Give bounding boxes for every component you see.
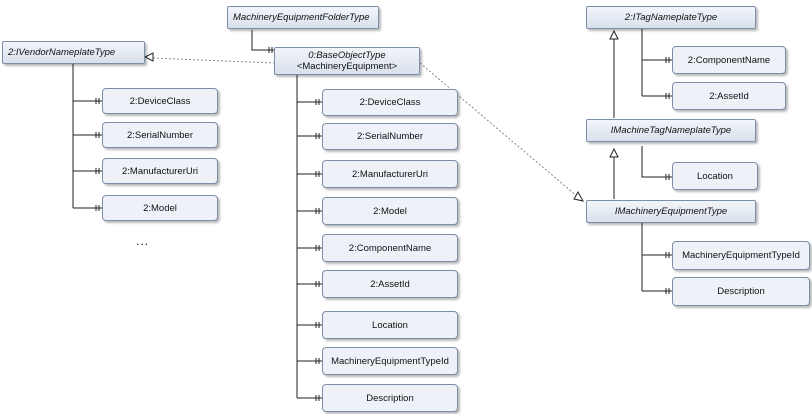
vendor-property-label: 2:DeviceClass (129, 95, 191, 107)
tag-nameplate-property: 2:AssetId (672, 82, 786, 110)
equipment-property: 2:AssetId (322, 270, 458, 298)
tag-nameplate-property-label: 2:AssetId (709, 90, 749, 102)
base-branch (297, 101, 322, 399)
equipment-property: 2:DeviceClass (322, 89, 458, 116)
base-object-type-label: 0:BaseObjectType (308, 50, 386, 61)
vendor-property-label: 2:ManufacturerUri (121, 165, 199, 177)
equipment-property: 2:ManufacturerUri (322, 160, 458, 188)
equipment-property-label: 2:AssetId (370, 278, 410, 290)
vendor-branch (73, 100, 102, 209)
interface-property: MachineryEquipmentTypeId (672, 241, 810, 270)
machine-tag-property: Location (672, 162, 758, 190)
vendor-property: 2:ManufacturerUri (102, 158, 218, 184)
machinery-equipment-interface-node: IMachineryEquipmentType (586, 200, 756, 223)
equipment-property-label: 2:DeviceClass (359, 97, 421, 108)
vendor-property: 2:Model (102, 195, 218, 221)
folder-type-node: MachineryEquipmentFolderType (227, 6, 379, 29)
folder-type-label: MachineryEquipmentFolderType (233, 12, 370, 23)
inherit-arrowhead-1 (609, 29, 619, 40)
equipment-property-label: 2:Model (373, 205, 407, 217)
equipment-property-label: 2:ManufacturerUri (351, 168, 429, 180)
reference-ticks (95, 47, 670, 401)
vendor-property: 2:DeviceClass (102, 88, 218, 114)
equipment-property-label: MachineryEquipmentTypeId (331, 355, 449, 367)
folder-organizes-connector (251, 30, 275, 51)
implements-arrowhead-vendor (143, 52, 154, 62)
equipment-property: Location (322, 311, 458, 339)
vendor-nameplate-node: 2:IVendorNameplateType (2, 41, 145, 64)
equipment-property: 2:SerialNumber (322, 123, 458, 150)
equipment-property-label: 2:SerialNumber (357, 131, 423, 142)
vendor-property: 2:SerialNumber (102, 122, 218, 148)
equipment-property: MachineryEquipmentTypeId (322, 347, 458, 375)
equipment-property-label: Location (372, 319, 408, 331)
machine-tag-nameplate-node: IMachineTagNameplateType (586, 119, 756, 142)
machine-tag-property-label: Location (697, 170, 733, 182)
inherit-arrowhead-2 (609, 147, 619, 158)
vendor-nameplate-label: 2:IVendorNameplateType (8, 47, 116, 58)
machine-tag-nameplate-label: IMachineTagNameplateType (610, 125, 732, 136)
machine-tag-trunk (641, 146, 672, 178)
tag-nameplate-property-label: 2:ComponentName (687, 54, 771, 66)
vendor-property-label: 2:SerialNumber (127, 129, 193, 141)
equipment-property-label: 2:ComponentName (348, 242, 432, 254)
equipment-property-label: Description (366, 392, 414, 404)
tag-branch (642, 59, 672, 97)
tag-nameplate-property: 2:ComponentName (672, 46, 786, 74)
interface-branch (642, 254, 672, 292)
equipment-property: 2:Model (322, 197, 458, 225)
base-object-browse-name: <MachineryEquipment> (296, 61, 398, 72)
interface-property-label: Description (717, 286, 765, 297)
tag-nameplate-node: 2:ITagNameplateType (586, 6, 756, 29)
tag-nameplate-label: 2:ITagNameplateType (624, 12, 718, 23)
more-properties-ellipsis: ... (136, 234, 150, 248)
implements-arrowhead-interface (573, 190, 584, 202)
vendor-property-label: 2:Model (143, 202, 177, 214)
interface-property-label: MachineryEquipmentTypeId (682, 250, 800, 261)
base-object-node: 0:BaseObjectType <MachineryEquipment> (274, 47, 420, 75)
interface-property: Description (672, 277, 810, 306)
equipment-property: Description (322, 384, 458, 412)
implements-interface-connector (419, 62, 579, 198)
equipment-property: 2:ComponentName (322, 234, 458, 262)
machinery-equipment-interface-label: IMachineryEquipmentType (614, 206, 728, 217)
implements-vendor-connector (151, 57, 276, 64)
